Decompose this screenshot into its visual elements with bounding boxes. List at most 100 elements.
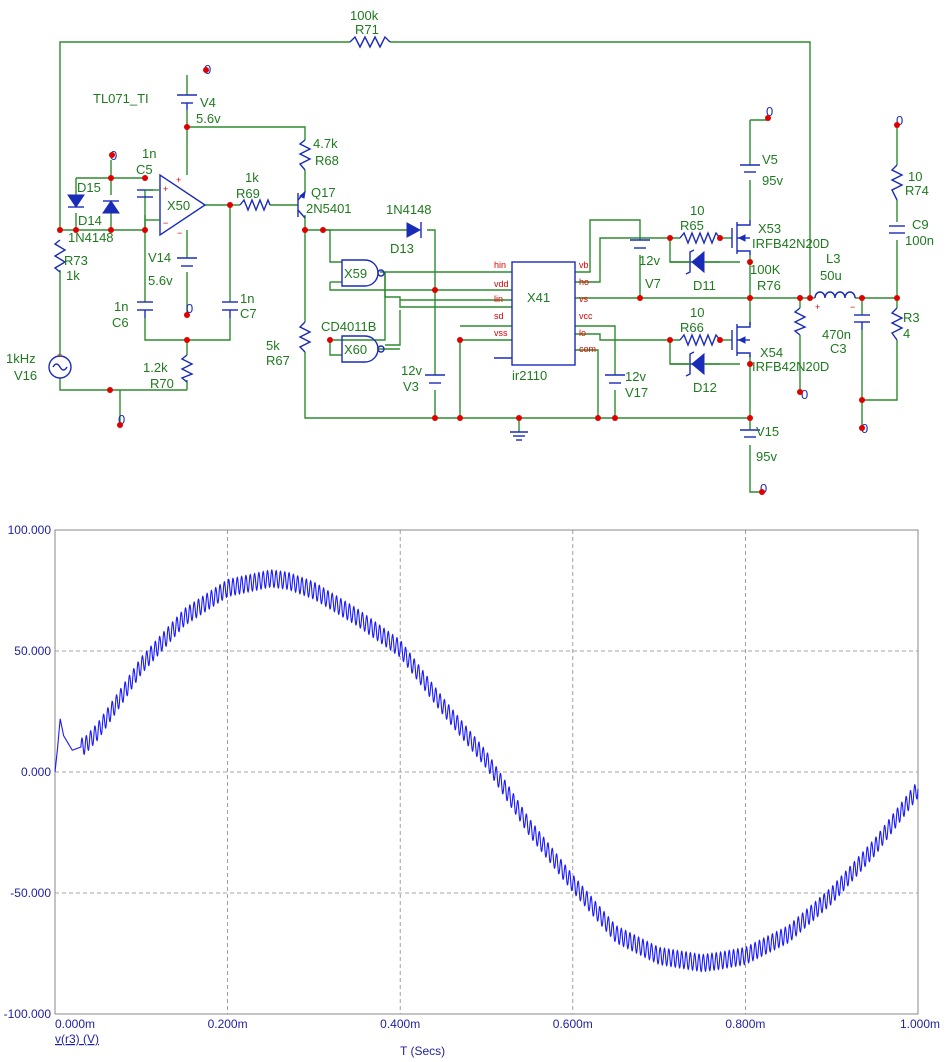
pin-ho: ho [579,277,589,287]
zener-d11: D11 [670,249,720,293]
r69-ref: R69 [236,186,260,201]
pin-vcc: vcc [579,311,593,321]
v4-ref: V4 [200,95,216,110]
battery-v7: 12v V7 [630,239,661,291]
opamp-x50: + − + − X50 [145,173,207,238]
y-tick-label: 100.000 [8,523,52,537]
r65-ref: R65 [680,218,704,233]
x59-ref: X59 [344,266,367,281]
c7-value: 1n [240,291,254,306]
pin-vs: vs [579,294,589,304]
cd4011-label: CD4011B [321,319,376,334]
resistor-r71: 100k R71 [349,8,391,49]
diode-d14: D14 1N4148 [68,200,120,245]
pin-lo: lo [579,328,586,338]
r76-ref: R76 [757,278,781,293]
wires [59,41,898,493]
r74-value: 10 [908,169,922,184]
pin-vss: vss [494,328,508,338]
r68-ref: R68 [315,153,339,168]
x-tick-label: 0.000m [55,1017,95,1031]
resistor-r74: 10 R74 [890,164,929,201]
ground-label: 0 [186,301,193,316]
x-tick-label: 0.600m [553,1017,593,1031]
pin-vb: vb [579,260,589,270]
x41-ref: X41 [527,290,550,305]
d12-ref: D12 [693,380,717,395]
r69-value: 1k [245,170,259,185]
trace-legend[interactable]: v(r3) (V) [55,1032,99,1046]
ground-icon [510,431,528,441]
r70-ref: R70 [150,376,174,391]
resistor-r70: 1.2k R70 [143,354,194,391]
x53-ref: X53 [758,221,781,236]
schematic-diagram: 100k R71 V4 5.6v TL071_TI 1n C5 D15 D14 … [6,8,934,496]
resistor-r69: 1k R69 [236,170,271,212]
x-tick-label: 0.200m [208,1017,248,1031]
trace-v-r3 [54,568,919,973]
x50-ref: X50 [167,198,190,213]
battery-v14: V14 5.6v [148,250,197,288]
v17-ref: V17 [625,385,648,400]
ac-source-v16: + 1kHz V16 [6,340,72,383]
x41-part: ir2110 [512,368,547,383]
v17-value: 12v [625,369,646,384]
driver-ic-x41: X41 ir2110 hin vdd lin sd vss vb ho vs v… [494,260,596,383]
pin-vdd: vdd [494,279,509,289]
battery-v15: V15 95v [740,424,779,464]
x53-part: IRFB42N20D [752,236,829,251]
capacitor-c6: 1n C6 [112,299,153,330]
r74-ref: R74 [905,183,929,198]
v15-ref: V15 [756,424,779,439]
d11-ref: D11 [693,278,716,293]
pin-lin: lin [494,294,503,304]
v16-value: 1kHz [6,351,36,366]
q17-value: 2N5401 [306,201,352,216]
svg-text:−: − [177,228,182,238]
v5-ref: V5 [762,152,778,167]
nand-gate-x59: X59 [341,259,385,287]
y-tick-label: 0.000 [21,765,51,779]
d14-part: 1N4148 [68,230,114,245]
r71-ref: R71 [355,22,379,37]
v5-value: 95v [762,173,783,188]
battery-v5: V5 95v [740,152,783,188]
c3-value: 470n [822,327,851,342]
resistor-r73: R73 1k [53,239,88,283]
diode-d15: D15 [67,180,101,208]
capacitor-c7: 1n C7 [222,291,257,321]
c7-ref: C7 [240,306,257,321]
svg-text:−: − [850,302,855,312]
q17-ref: Q17 [311,185,336,200]
svg-text:+: + [163,184,168,194]
r73-ref: R73 [64,253,88,268]
pin-com: com [579,344,596,354]
c9-value: 100n [905,233,934,248]
y-tick-label: -50.000 [10,886,51,900]
capacitor-c3: 470n C3 [822,314,870,356]
r73-value: 1k [66,268,80,283]
v14-ref: V14 [148,250,171,265]
svg-text:−: − [163,218,168,228]
pin-hin: hin [494,260,506,270]
d13-ref: D13 [390,241,414,256]
node-dots [57,67,900,495]
zener-d12: D12 [670,351,720,395]
x-tick-label: 0.800m [725,1017,765,1031]
y-tick-label: -100.000 [4,1007,52,1021]
resistor-r65: 10 R65 [679,203,721,245]
mosfet-x53: X53 IRFB42N20D [731,220,829,255]
battery-v17: 12v V17 [605,369,648,400]
pin-sd: sd [494,311,504,321]
v7-ref: V7 [645,276,661,291]
v7-value: 12v [639,253,660,268]
c5-ref: C5 [136,162,153,177]
svg-text:+: + [815,302,820,312]
x-axis-label: T (Secs) [400,1044,445,1058]
ground-label: 0 [801,387,808,402]
v3-value: 12v [401,363,422,378]
c3-ref: C3 [830,341,847,356]
resistor-r76: 100K R76 [750,262,807,336]
x60-ref: X60 [344,342,367,357]
